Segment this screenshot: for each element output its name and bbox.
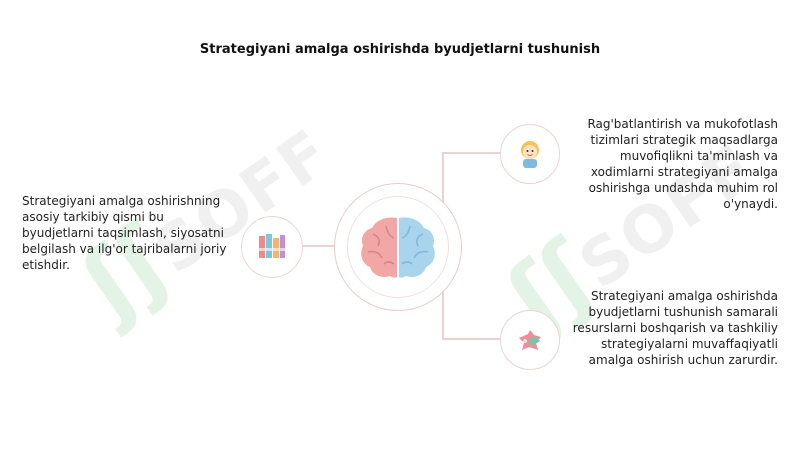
puzzle-icon [519, 330, 541, 350]
bottom-right-node [500, 310, 560, 370]
person-avatar-icon [521, 141, 539, 168]
building-blocks-icon [259, 234, 285, 258]
bottom-right-description: Strategiyani amalga oshirishda byudjetla… [572, 289, 778, 367]
top-right-node [500, 124, 560, 184]
left-node [241, 216, 303, 278]
top-right-description: Rag'batlantirish va mukofotlash tizimlar… [587, 117, 778, 211]
center-node [334, 183, 462, 311]
left-description: Strategiyani amalga oshirishning asosiy … [22, 194, 227, 272]
diagram-title: Strategiyani amalga oshirishda byudjetla… [199, 42, 601, 57]
